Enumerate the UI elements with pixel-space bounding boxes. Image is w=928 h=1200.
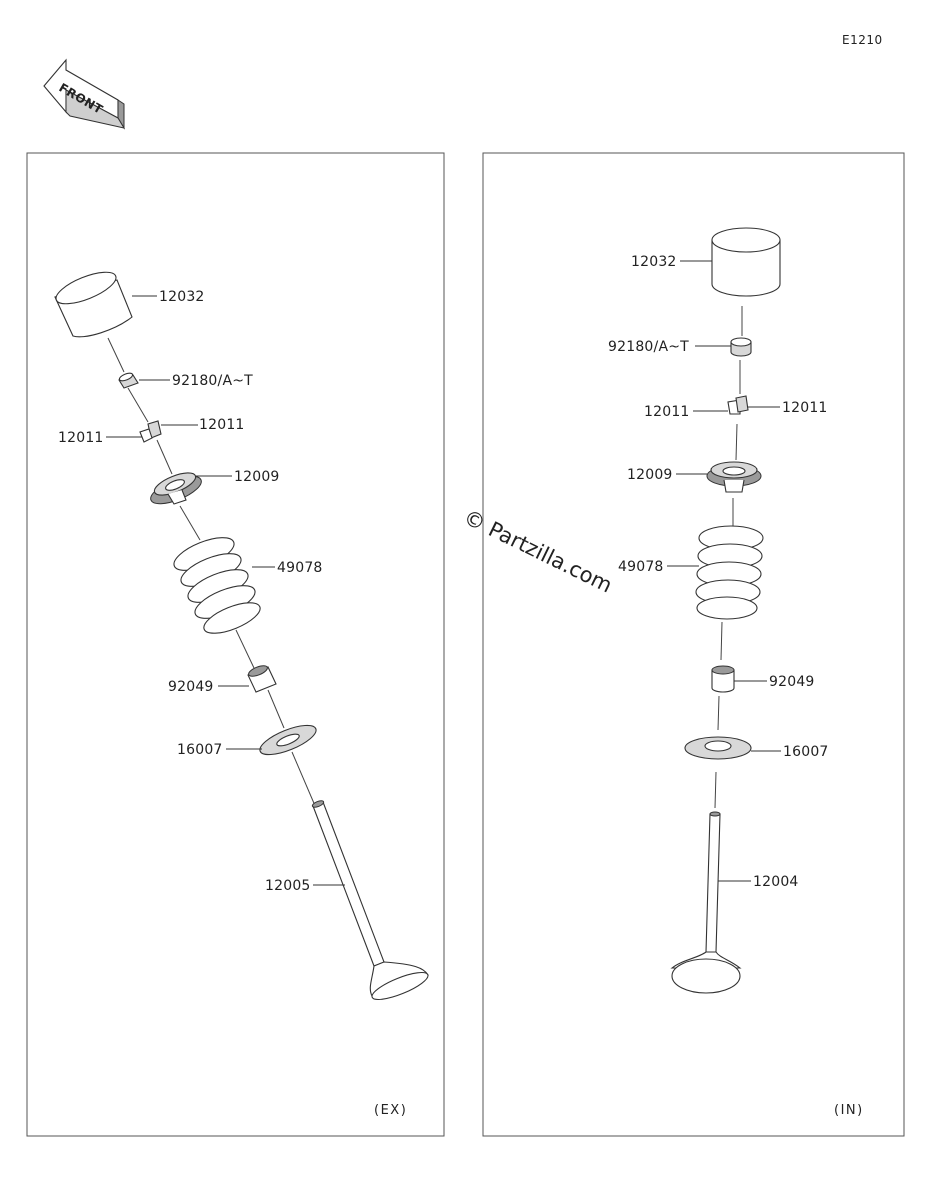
intake-axis (714, 306, 743, 809)
exhaust-valve (311, 800, 429, 1001)
exhaust-label-seat: 16007 (177, 742, 223, 758)
intake-label-spring: 49078 (618, 559, 664, 575)
exhaust-retainer (150, 472, 202, 505)
intake-retainer (706, 461, 762, 493)
exhaust-label-valve: 12005 (265, 878, 311, 894)
exhaust-label-tappet: 12032 (159, 289, 205, 305)
exhaust-tappet (54, 271, 133, 338)
intake-label-shim: 92180/A~T (608, 339, 689, 355)
intake-panel: 12032 92180/A~T 12011 12011 12009 49078 … (482, 152, 905, 1137)
diagram-code: E1210 (842, 33, 883, 47)
intake-tappet (711, 227, 781, 297)
exhaust-spring-seat (259, 724, 317, 756)
exhaust-label-shim: 92180/A~T (172, 373, 253, 389)
intake-label-seal: 92049 (769, 674, 815, 690)
exhaust-label-retainer: 12009 (234, 469, 280, 485)
exhaust-label-cotter-left: 12011 (58, 430, 104, 446)
exhaust-panel: 12032 92180/A~T 12011 12011 12009 49078 … (26, 152, 445, 1137)
intake-spring (695, 525, 764, 620)
intake-valve (670, 811, 742, 994)
intake-label-retainer: 12009 (627, 467, 673, 483)
intake-label-cotter-right: 12011 (782, 400, 828, 416)
intake-stem-seal (711, 665, 735, 693)
intake-label-tappet: 12032 (631, 254, 677, 270)
exhaust-panel-frame (26, 152, 445, 1137)
intake-shim (730, 337, 752, 357)
intake-panel-tag: (IN) (834, 1103, 864, 1118)
intake-leaders (667, 260, 781, 882)
exhaust-label-seal: 92049 (168, 679, 214, 695)
exhaust-panel-tag: (EX) (374, 1103, 407, 1118)
exhaust-cotters (139, 420, 162, 443)
intake-label-cotter-left: 12011 (644, 404, 690, 420)
exhaust-leaders (106, 295, 345, 886)
exhaust-shim (118, 372, 139, 389)
exhaust-stem-seal (247, 665, 277, 693)
intake-panel-frame (482, 152, 905, 1137)
front-arrow-icon: FRONT (43, 58, 126, 130)
intake-cotters (727, 395, 749, 415)
intake-label-seat: 16007 (783, 744, 829, 760)
exhaust-spring (173, 537, 261, 634)
exhaust-axis (107, 337, 317, 809)
exhaust-label-spring: 49078 (277, 560, 323, 576)
intake-label-valve: 12004 (753, 874, 799, 890)
exhaust-label-cotter-right: 12011 (199, 417, 245, 433)
intake-spring-seat (684, 736, 752, 760)
